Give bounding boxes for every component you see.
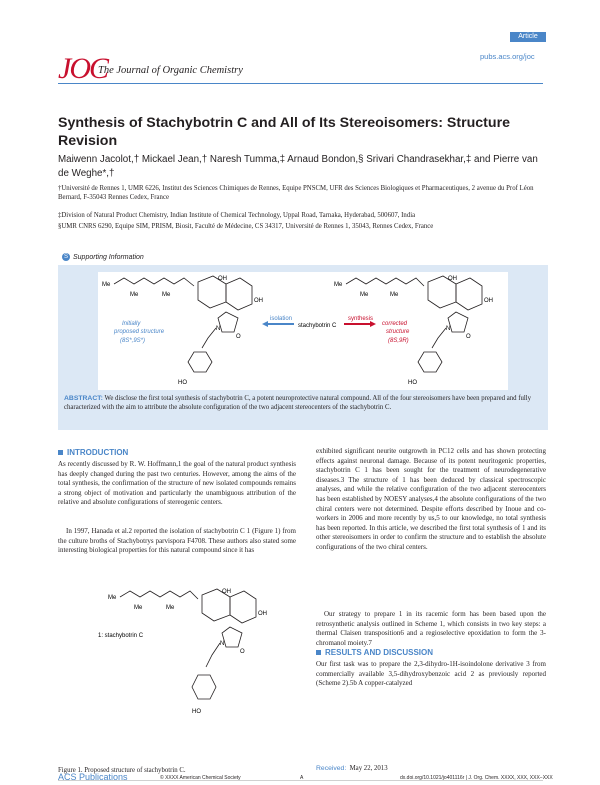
toc-right-label-1: corrected [382,321,408,327]
toc-right-label-2: structure [386,329,410,335]
article-type-badge: Article [510,32,546,42]
toc-right-label-3: (8S,9R) [388,338,409,344]
toc-me-5: Me [360,292,369,298]
toc-n-1: N [216,326,220,332]
author-list: Maiwenn Jacolot,† Mickael Jean,† Naresh … [58,154,538,179]
journal-name: The Journal of Organic Chemistry [98,65,243,76]
toc-me-1: Me [102,282,111,288]
info-icon: S [62,253,70,261]
toc-graphic: Me Me Me OH OH N O HO Initially proposed… [98,272,508,390]
toc-oh-1: OH [218,276,227,282]
journal-site-link[interactable]: pubs.acs.org/joc [480,52,535,61]
results-heading: RESULTS AND DISCUSSION [316,648,433,657]
right-paragraph-1: exhibited significant neurite outgrowth … [316,447,546,551]
toc-me-6: Me [390,292,399,298]
acs-publications-logo: ACS Publications [58,772,128,782]
fig1-oh-1: OH [222,589,231,595]
toc-me-4: Me [334,282,343,288]
fig1-compound-label: 1: stachybotrin C [98,633,144,639]
doi-line[interactable]: dx.doi.org/10.1021/jo401116r | J. Org. C… [400,775,553,781]
fig1-me-1: Me [108,595,117,601]
toc-synthesis-label: synthesis [348,316,373,322]
toc-n-2: N [446,326,450,332]
section-marker-icon [58,450,63,456]
toc-o-2: O [466,334,471,340]
fig1-n: N [220,641,224,647]
figure-1-structure: Me Me Me OH OH 1: stachybotrin C N O HO [98,588,267,715]
toc-ho-2: HO [408,380,417,386]
fig1-ho: HO [192,709,201,715]
toc-isolation-arrow [262,321,294,327]
affiliation-2: ‡Division of Natural Product Chemistry, … [58,212,416,219]
abstract: ABSTRACT: We disclose the first total sy… [64,394,542,412]
toc-me-2: Me [130,292,139,298]
results-heading-text: RESULTS AND DISCUSSION [325,648,434,657]
received-label: Received: [316,765,347,772]
intro-paragraph-2: In 1997, Hanada et al.2 reported the iso… [58,527,296,555]
intro-paragraph-1: As recently discussed by R. W. Hoffmann,… [58,460,296,507]
toc-oh-2: OH [254,298,263,304]
figure-1: Me Me Me OH OH 1: stachybotrin C N O HO [58,585,298,765]
toc-ho-1: HO [178,380,187,386]
abstract-label: ABSTRACT: [64,395,103,402]
fig1-o: O [240,649,245,655]
figure-1-caption: Figure 1. Proposed structure of stachybo… [58,767,186,774]
toc-me-3: Me [162,292,171,298]
intro-heading: INTRODUCTION [58,448,128,457]
intro-heading-text: INTRODUCTION [67,448,129,457]
toc-left-label-3: (8S*,9S*) [120,338,145,344]
right-paragraph-2: Our strategy to prepare 1 in its racemic… [316,610,546,647]
paper-title: Synthesis of Stachybotrin C and All of I… [58,115,510,149]
received-date: May 22, 2013 [349,765,388,772]
affiliation-3: §UMR CNRS 6290, Equipe SIM, PRISM, Biosi… [58,223,434,230]
toc-isolation-label: isolation [270,316,292,322]
abstract-body: We disclose the first total synthesis of… [64,395,532,412]
results-paragraph-1: Our first task was to prepare the 2,3-di… [316,660,546,688]
toc-oh-3: OH [448,276,457,282]
toc-left-label-2: proposed structure [113,329,165,335]
header-divider [58,83,543,84]
journal-logo: JOC [58,52,109,85]
section-marker-icon [316,650,321,656]
toc-oh-4: OH [484,298,493,304]
page-number: A [300,775,304,781]
affiliation-1: †Université de Rennes 1, UMR 6226, Insti… [58,185,534,202]
fig1-me-2: Me [134,605,143,611]
supporting-info-label: Supporting Information [73,253,144,261]
toc-o-1: O [236,334,241,340]
toc-center-label: stachybotrin C [298,323,337,329]
toc-synthesis-arrow [344,321,376,327]
fig1-oh-2: OH [258,611,267,617]
received-line: Received: May 22, 2013 [316,765,388,772]
toc-left-label-1: Initially [122,321,141,327]
fig1-me-3: Me [166,605,175,611]
toc-scheme: Me Me Me OH OH N O HO Initially proposed… [102,275,493,386]
copyright: © XXXX American Chemical Society [160,775,241,781]
footer-divider [58,780,543,781]
